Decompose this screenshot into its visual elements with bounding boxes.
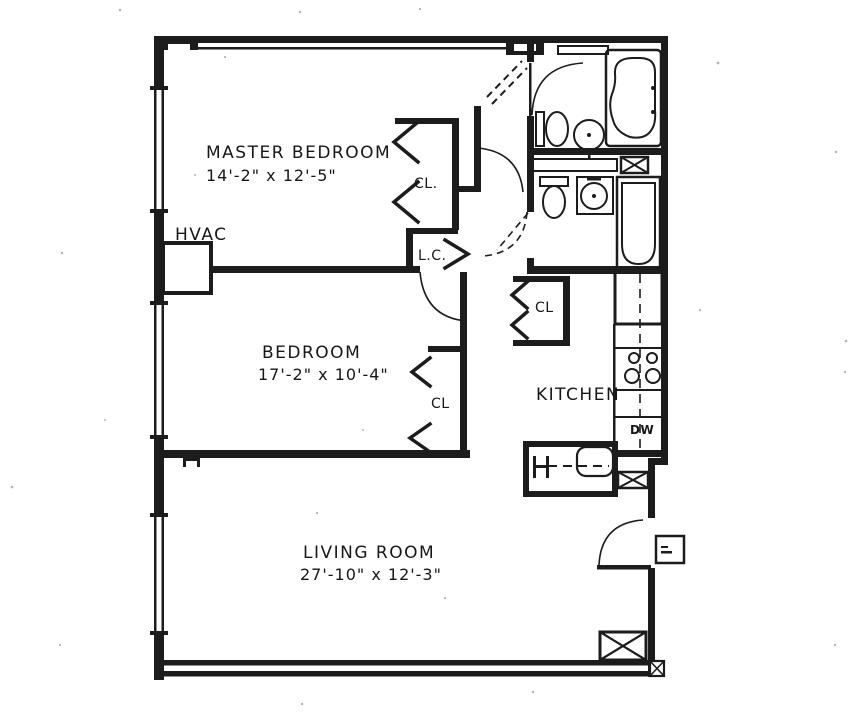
hall-closet-bifold-icon (509, 279, 530, 341)
bath1-door-leaf (529, 63, 532, 116)
bedroom-closet-bifold-icon (406, 355, 433, 455)
bedroom-closet-label: CL (431, 396, 450, 412)
kitchen-label: KITCHEN (536, 385, 620, 405)
bath2-door-chord (496, 212, 529, 251)
living-room-dimensions: 27'-10" x 12'-3" (300, 565, 442, 584)
windows (150, 86, 168, 635)
master-door-arc (477, 147, 524, 193)
bathtub-icon (604, 48, 663, 148)
shaft-x-icon (619, 155, 650, 175)
master-closet-label: CL. (414, 176, 438, 192)
dishwasher-label: DW (630, 423, 654, 437)
living-room-label: LIVING ROOM (303, 543, 435, 563)
hall-closet-label: CL (535, 300, 554, 316)
toilet-icon (539, 176, 569, 219)
master-closet-bifold-icon (391, 119, 421, 225)
bathroom-bottom (539, 175, 662, 270)
shaft-x-icon (616, 470, 650, 490)
shaft-x-icon (648, 659, 666, 678)
doors (419, 60, 651, 570)
sink-icon (573, 119, 605, 158)
bedroom-dimensions: 17'-2" x 10'-4" (258, 365, 389, 384)
stove-icon (624, 352, 661, 384)
walls (154, 36, 668, 680)
corner-shafts (598, 630, 666, 678)
column-icon (183, 452, 200, 467)
shelf-icon (557, 45, 609, 55)
hvac-unit (161, 241, 213, 295)
entry-panel-box (654, 534, 686, 565)
bathroom-top (535, 45, 663, 158)
sink-icon (576, 176, 614, 215)
closet-item (575, 445, 615, 478)
entry-door-arc (598, 519, 644, 566)
hvac-label: HVAC (175, 225, 228, 245)
master-bedroom-dimensions: 14'-2" x 12'-5" (206, 166, 337, 185)
kitchen-fixtures (613, 269, 664, 452)
linen-closet-bifold-icon (442, 237, 472, 271)
coat-closet (533, 445, 650, 490)
master-bedroom-label: MASTER BEDROOM (206, 143, 391, 163)
bath1-door-arc (531, 62, 584, 116)
entry-hall-dashed-door (486, 60, 528, 105)
linen-closet-label: L.C. (418, 248, 446, 264)
shaft-x-icon (598, 630, 648, 662)
bedroom-label: BEDROOM (262, 343, 361, 363)
closet-doors (391, 119, 530, 455)
between-bath-band (532, 155, 650, 175)
bathtub-icon (615, 175, 662, 270)
column-icon (533, 456, 549, 478)
fridge-icon (613, 269, 664, 326)
bath2-door-arc (483, 211, 528, 257)
counter-edge (613, 324, 616, 452)
scan-noise (10, 7, 848, 706)
labels: MASTER BEDROOM 14'-2" x 12'-5" HVAC BEDR… (175, 143, 654, 584)
toilet-icon (535, 111, 569, 147)
entry-door-leaf (597, 565, 651, 570)
bedroom-door-arc (419, 271, 467, 322)
